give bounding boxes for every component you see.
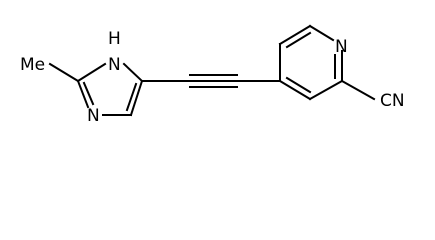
bond-c3-c2-up [278, 24, 312, 46]
bond-n1h-c5 [122, 62, 144, 83]
bond-methyl-c2 [48, 62, 80, 83]
imidazole-n-label: N [87, 106, 100, 126]
bond-c5-c4 [129, 79, 144, 117]
methyl-label: Me [20, 55, 45, 75]
bond-n3-c2 [76, 79, 90, 109]
bond-c5-c4 [278, 79, 312, 101]
nitrile-label: CN [380, 91, 405, 111]
imidazole-nh-h-label: H [108, 29, 121, 49]
bond-c2-n [308, 24, 335, 42]
imidazole-ring [76, 62, 144, 117]
imidazole-nh-label: N [108, 55, 121, 75]
bond-n3-c2-double [82, 81, 95, 106]
alkyne-linker [141, 74, 281, 88]
pyridine-n-label: N [335, 37, 348, 57]
bond-c5-c4-double [125, 82, 138, 112]
molecule-structure: Me H N N N CN [20, 24, 405, 126]
bond-c2-n1h [76, 62, 107, 83]
bond-c3-c2-up-double [285, 31, 312, 49]
bond-c6-nitrile [340, 79, 376, 101]
pyridine-ring [278, 24, 344, 101]
bond-c5-c4-double [285, 76, 312, 94]
bond-c6-c5 [308, 79, 344, 101]
structure-canvas: Me H N N N CN [20, 24, 405, 126]
